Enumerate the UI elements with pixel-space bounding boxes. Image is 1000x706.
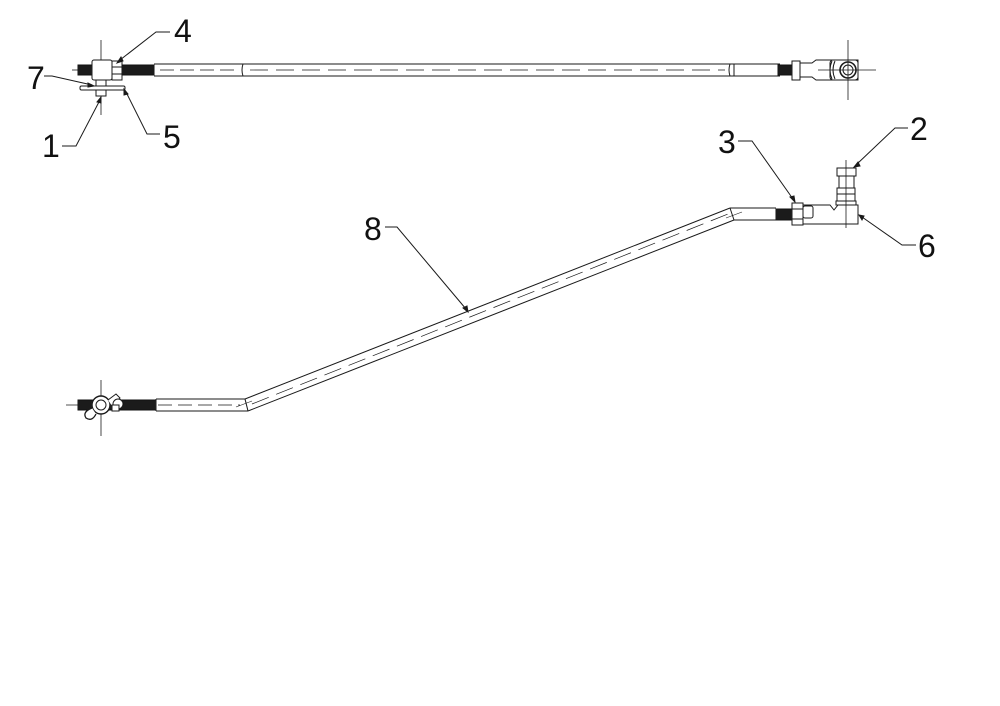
bent-rod-assembly <box>66 160 859 436</box>
callout-2: 2 <box>910 111 928 147</box>
callout-6: 6 <box>918 228 936 264</box>
page-footer <box>0 699 1000 706</box>
callout-4: 4 <box>174 13 192 49</box>
callout-1: 1 <box>42 128 60 164</box>
top-rod-assembly <box>72 40 876 115</box>
callout-7: 7 <box>27 60 45 96</box>
callout-5: 5 <box>163 119 181 155</box>
callout-leaders <box>44 31 916 314</box>
callout-labels: 4 7 1 5 3 2 6 8 <box>27 13 936 264</box>
callout-8: 8 <box>364 211 382 247</box>
callout-3: 3 <box>718 124 736 160</box>
